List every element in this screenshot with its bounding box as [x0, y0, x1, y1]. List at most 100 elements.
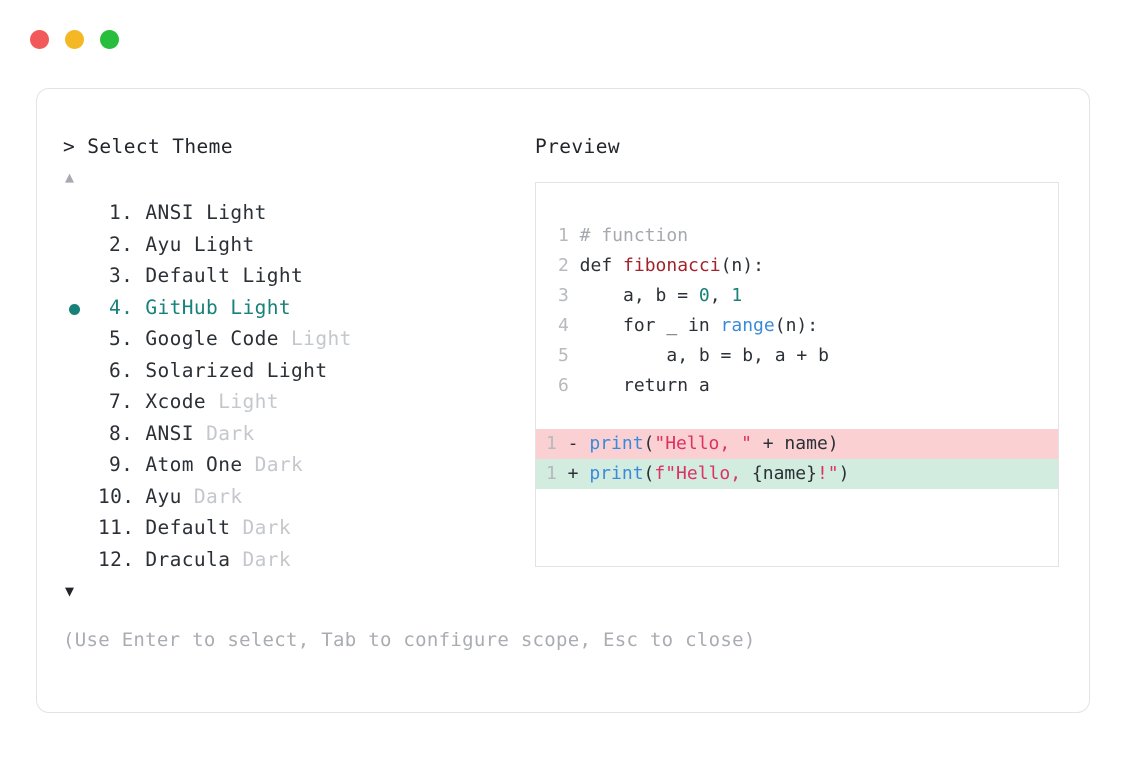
line-number: 5	[558, 345, 569, 366]
code-token: 1	[731, 285, 743, 306]
minimize-button[interactable]	[65, 30, 84, 49]
theme-list-item[interactable]: 2. Ayu Light	[63, 229, 523, 261]
theme-list-item[interactable]: 6. Solarized Light	[63, 355, 523, 387]
theme-item-variant: Light	[230, 295, 292, 319]
diff-sign: -	[567, 433, 579, 454]
code-line: 6 return a	[536, 371, 1058, 401]
theme-list-item[interactable]: 3. Default Light	[63, 260, 523, 292]
theme-item-name: Dracula	[145, 547, 231, 571]
theme-list-item[interactable]: 11. Default Dark	[63, 512, 523, 544]
theme-item-variant: Dark	[254, 453, 304, 476]
selected-bullet-icon	[69, 303, 80, 315]
code-token: a, b =	[579, 285, 699, 306]
theme-item-name: Default	[145, 264, 231, 287]
code-token: f"Hello,	[654, 463, 752, 484]
theme-list-item[interactable]: 1. ANSI Light	[63, 197, 523, 229]
scroll-down-icon[interactable]: ▼	[65, 582, 75, 600]
theme-item-number: 2.	[108, 232, 134, 256]
theme-item-number: 10.	[98, 484, 135, 508]
keyboard-hint: (Use Enter to select, Tab to configure s…	[63, 629, 756, 651]
theme-list-item[interactable]: 10. Ayu Dark	[63, 481, 523, 513]
code-token: # function	[579, 225, 689, 246]
code-line: 4 for _ in range(n):	[536, 311, 1058, 341]
code-token: print	[589, 433, 644, 454]
theme-item-name: Xcode	[145, 390, 207, 413]
code-token: (n):	[720, 255, 764, 276]
theme-item-name: GitHub	[145, 295, 219, 319]
prompt-marker: >	[63, 135, 76, 158]
theme-item-name: ANSI	[145, 421, 194, 445]
prompt-header: > Select Theme	[63, 134, 523, 160]
theme-item-name: Ayu	[145, 232, 182, 256]
theme-list-item[interactable]: 7. Xcode Light	[63, 386, 523, 418]
code-token: (n):	[774, 315, 819, 336]
code-token: for _ in	[579, 315, 721, 336]
diff-line-added: 1+ print(f"Hello, {name}!")	[536, 459, 1058, 489]
theme-item-number: 3.	[108, 264, 134, 287]
code-line: 1 # function	[536, 221, 1058, 251]
code-token: fibonacci	[623, 255, 721, 276]
code-token: (	[643, 433, 655, 454]
code-token: )	[838, 463, 850, 484]
theme-list-item[interactable]: 5. Google Code Light	[63, 323, 523, 355]
preview-label: Preview	[535, 135, 620, 158]
code-token: {name}	[751, 463, 817, 484]
theme-list-item[interactable]: 12. Dracula Dark	[63, 544, 523, 576]
theme-list-item[interactable]: 8. ANSI Dark	[63, 418, 523, 450]
diff-sign: +	[567, 463, 579, 484]
theme-item-number: 11.	[98, 516, 135, 539]
theme-item-variant: Light	[193, 232, 255, 256]
close-button[interactable]	[30, 30, 49, 49]
theme-item-name: Default	[145, 516, 231, 539]
line-number: 1	[546, 433, 557, 454]
theme-item-number: 9.	[108, 453, 134, 476]
code-token: + name)	[751, 433, 839, 454]
code-gap	[536, 401, 1058, 429]
diff-line-removed: 1- print("Hello, " + name)	[536, 429, 1058, 459]
theme-item-number: 4.	[108, 295, 134, 319]
code-token: range	[720, 315, 775, 336]
line-number: 4	[558, 315, 569, 336]
theme-item-number: 12.	[98, 547, 135, 571]
code-token: ,	[709, 285, 732, 306]
theme-item-variant: Light	[291, 327, 352, 350]
theme-item-name: Google Code	[145, 327, 279, 350]
theme-item-variant: Light	[242, 264, 304, 287]
theme-item-number: 1.	[108, 201, 134, 224]
line-number: 1	[558, 225, 569, 246]
theme-item-variant: Light	[218, 390, 279, 413]
theme-item-number: 7.	[108, 390, 134, 413]
code-token: "Hello, "	[654, 433, 752, 454]
maximize-button[interactable]	[100, 30, 119, 49]
code-token: (	[643, 463, 655, 484]
theme-item-name: Solarized	[145, 358, 255, 382]
line-number: 1	[546, 463, 557, 484]
theme-item-number: 5.	[108, 327, 134, 350]
theme-item-name: Atom One	[145, 453, 243, 476]
theme-item-name: ANSI	[145, 201, 194, 224]
theme-item-name: Ayu	[145, 484, 182, 508]
code-token: 0	[698, 285, 710, 306]
code-token: def	[579, 255, 624, 276]
theme-item-variant: Dark	[242, 516, 292, 539]
code-token: a, b = b, a + b	[579, 345, 829, 366]
theme-item-variant: Dark	[206, 421, 255, 445]
theme-item-variant: Dark	[193, 484, 243, 508]
theme-list-item[interactable]: 4. GitHub Light	[63, 292, 523, 324]
theme-list-item[interactable]: 9. Atom One Dark	[63, 449, 523, 481]
diff-block: 1- print("Hello, " + name)1+ print(f"Hel…	[536, 429, 1058, 489]
theme-item-variant: Light	[266, 358, 328, 382]
code-line: 5 a, b = b, a + b	[536, 341, 1058, 371]
theme-item-variant: Dark	[242, 547, 292, 571]
theme-item-variant: Light	[206, 201, 267, 224]
theme-item-number: 6.	[108, 358, 134, 382]
code-line: 3 a, b = 0, 1	[536, 281, 1058, 311]
scroll-up-icon[interactable]: ▲	[65, 168, 75, 186]
page-title: Select Theme	[87, 135, 233, 158]
